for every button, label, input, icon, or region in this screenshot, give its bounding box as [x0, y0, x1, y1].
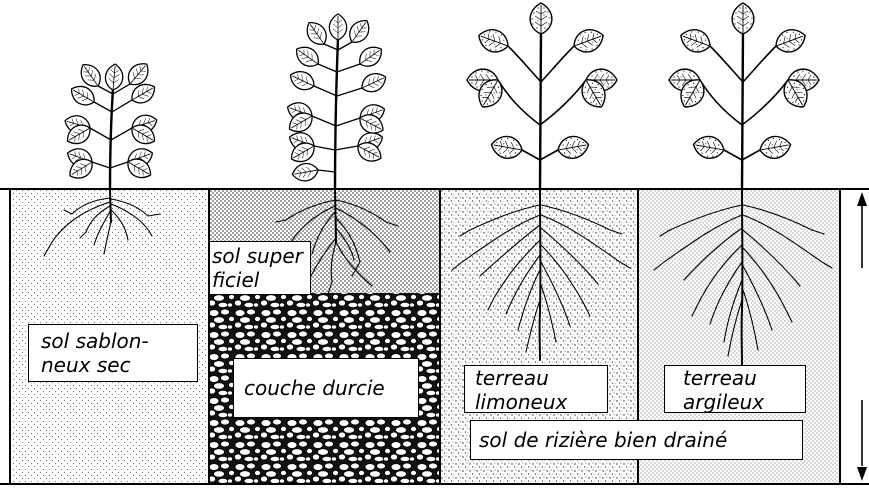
- label-loam: terreau limoneux: [464, 365, 608, 413]
- label-clay-line2: argileux: [683, 390, 787, 414]
- label-loam-line2: limoneux: [475, 390, 597, 414]
- label-hardpan: couche durcie: [233, 358, 419, 418]
- label-clay: terreau argileux: [664, 365, 806, 413]
- label-topsoil: sol super ficiel: [209, 241, 311, 295]
- plant-topsoil: [285, 14, 390, 190]
- depth-arrow: [854, 189, 869, 484]
- label-sandy-soil: sol sablon- neux sec: [28, 324, 198, 382]
- label-clay-line1: terreau: [683, 366, 787, 390]
- label-sandy-soil-line1: sol sablon-: [41, 329, 185, 353]
- plant-clay: [669, 3, 819, 190]
- label-topsoil-line1: sol super: [212, 244, 308, 268]
- label-loam-line1: terreau: [475, 366, 597, 390]
- label-paddy-soil-line1: sol de rizière bien drainé: [479, 428, 727, 452]
- plant-loam: [467, 3, 617, 190]
- label-hardpan-line1: couche durcie: [244, 376, 385, 400]
- plant-sandy: [63, 59, 160, 190]
- label-sandy-soil-line2: neux sec: [41, 353, 185, 377]
- label-paddy-soil: sol de rizière bien drainé: [470, 420, 803, 460]
- label-topsoil-line2: ficiel: [212, 268, 308, 292]
